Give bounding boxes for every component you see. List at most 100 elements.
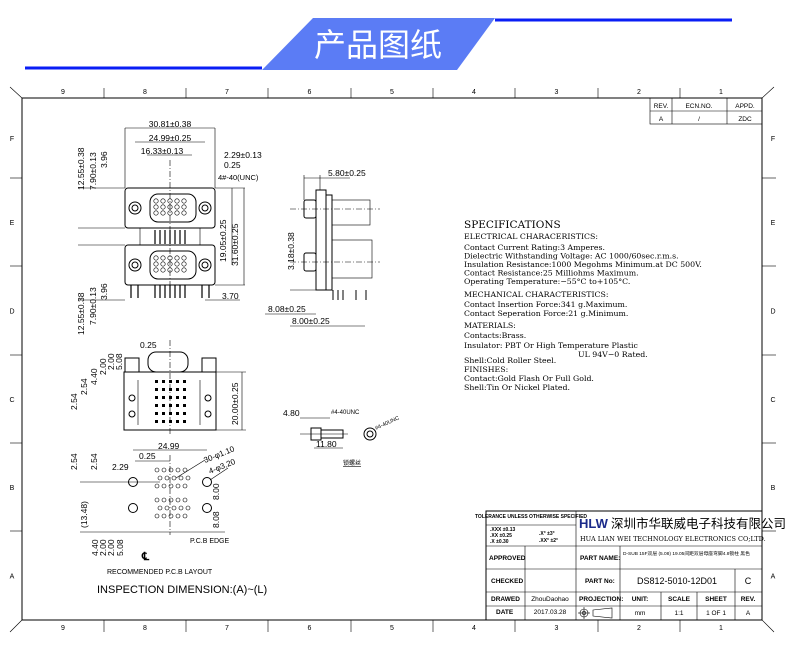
projection-symbol-icon bbox=[578, 607, 613, 619]
column-label: 1 bbox=[719, 625, 723, 632]
revision-table: REV. ECN.NO. APPD. A / ZDC bbox=[649, 97, 763, 125]
screw-caption: 锁螺丝 bbox=[343, 459, 361, 467]
pcb-hole bbox=[154, 497, 160, 503]
row-label: F bbox=[771, 136, 775, 143]
dim-label: 2.29±0.13 bbox=[224, 150, 262, 160]
column-label: 6 bbox=[308, 89, 312, 96]
pcb-layout: 24.99 0.25 2.29 30-φ1.10 4-φ3.20 2.54 2.… bbox=[69, 441, 267, 596]
dim-label: 16.33±0.13 bbox=[141, 146, 184, 156]
column-label: 4 bbox=[472, 625, 476, 632]
contact-pin bbox=[160, 261, 166, 267]
dim-label: 2.00 bbox=[98, 539, 108, 556]
contact-pin bbox=[155, 388, 158, 391]
dim-label: 3.70 bbox=[222, 291, 239, 301]
row-label: C bbox=[770, 397, 775, 404]
contact-pin bbox=[160, 255, 166, 261]
scale-value: 1:1 bbox=[674, 610, 683, 617]
contact-pin bbox=[153, 210, 159, 216]
column-label: 4 bbox=[472, 89, 476, 96]
sheet-value: 1 OF 1 bbox=[706, 610, 726, 617]
pcb-hole bbox=[185, 505, 191, 511]
dim-label: #4-40UNC bbox=[374, 415, 400, 431]
dim-label: 20.00±0.25 bbox=[230, 382, 240, 425]
rev-label: REV. bbox=[741, 596, 756, 603]
pcb-hole bbox=[182, 483, 188, 489]
dim-label: 2.54 bbox=[69, 393, 79, 410]
company-name-en: HUA LIAN WEI TECHNOLOGY ELECTRONICS CO;L… bbox=[580, 535, 766, 543]
contact-pin bbox=[162, 420, 165, 423]
pcb-hole bbox=[178, 505, 184, 511]
tolerance-value: .X° ±3° bbox=[539, 531, 555, 537]
contact-pin bbox=[183, 380, 186, 383]
pcb-hole bbox=[154, 513, 160, 519]
dim-label: 0.25 bbox=[224, 160, 241, 170]
contact-pin bbox=[183, 412, 186, 415]
pcb-hole bbox=[168, 497, 174, 503]
contact-pin bbox=[169, 380, 172, 383]
dim-label: 2.00 bbox=[106, 353, 116, 370]
dim-label: #4-40UNC bbox=[331, 410, 360, 416]
front-view: 30.81±0.38 24.99±0.25 16.33±0.13 2.29±0.… bbox=[76, 119, 262, 335]
side-view: 5.80±0.25 3.18±0.38 8.08±0.25 8.00±0.25 bbox=[265, 168, 380, 327]
pcb-hole bbox=[161, 467, 167, 473]
tolerance-value: .XX ±0.25 bbox=[490, 533, 512, 539]
pcb-hole bbox=[164, 475, 170, 481]
company-name-cn: 深圳市华联威电子科技有限公司 bbox=[611, 516, 786, 531]
contact-pin bbox=[153, 255, 159, 261]
spec-line: UL 94V−0 Rated. bbox=[578, 350, 648, 359]
contact-pin bbox=[162, 380, 165, 383]
row-label: A bbox=[10, 574, 15, 581]
contact-pin bbox=[176, 380, 179, 383]
banner: 产品图纸 bbox=[25, 18, 732, 70]
dim-label: 7.90±0.13 bbox=[88, 152, 98, 190]
tolerance-value: .XXX ±0.13 bbox=[490, 527, 515, 533]
checked-label: CHECKED bbox=[491, 578, 523, 585]
pcb-hole bbox=[157, 505, 163, 511]
contact-pin bbox=[176, 404, 179, 407]
column-label: 7 bbox=[225, 89, 229, 96]
contact-pin bbox=[162, 404, 165, 407]
bottom-view: 0.25 2.54 2.54 4.40 2.00 2.00 5.08 20.00… bbox=[69, 340, 246, 435]
contact-pin bbox=[174, 261, 180, 267]
pcb-hole bbox=[171, 475, 177, 481]
column-label: 9 bbox=[61, 625, 65, 632]
spec-line: Contact Insertion Force:341 g.Maximum. bbox=[464, 300, 627, 309]
dim-label: 5.80±0.25 bbox=[328, 168, 366, 178]
contact-pin bbox=[162, 396, 165, 399]
contact-pin bbox=[181, 198, 187, 204]
contact-pin bbox=[155, 412, 158, 415]
dim-label: 5.08 bbox=[114, 353, 124, 370]
pcb-hole bbox=[161, 497, 167, 503]
centerline-symbol: ℄ bbox=[141, 551, 150, 563]
column-label: 8 bbox=[143, 89, 147, 96]
row-label: C bbox=[9, 397, 14, 404]
contact-pin bbox=[174, 210, 180, 216]
dim-label: 24.99±0.25 bbox=[149, 133, 192, 143]
specs-heading: MATERIALS: bbox=[464, 321, 516, 330]
specs-heading: ELECTRICAL CHARACERISTICS: bbox=[464, 232, 598, 241]
specs-title: SPECIFICATIONS bbox=[464, 219, 561, 231]
column-label: 2 bbox=[637, 89, 641, 96]
column-label: 6 bbox=[308, 625, 312, 632]
tolerance-title: TOLERANCE UNLESS OTHERWISE SPECIFIED bbox=[475, 514, 587, 520]
contact-pin bbox=[162, 412, 165, 415]
title-block: TOLERANCE UNLESS OTHERWISE SPECIFIED .XX… bbox=[475, 510, 786, 621]
dim-label: 8.00 bbox=[211, 483, 221, 500]
pcb-hole bbox=[154, 483, 160, 489]
contact-pin bbox=[153, 198, 159, 204]
specs-heading: FINISHES: bbox=[464, 365, 508, 374]
spec-line: Operating Temperature:−55°C to+105°C. bbox=[464, 277, 630, 286]
dim-label: 12.55±0.38 bbox=[76, 292, 86, 335]
spec-line: Contacts:Brass. bbox=[464, 331, 526, 340]
approved-label: APPROVED bbox=[489, 555, 526, 562]
contact-pin bbox=[155, 404, 158, 407]
contact-pin bbox=[169, 412, 172, 415]
dim-label: 12.55±0.38 bbox=[76, 147, 86, 190]
pcb-hole bbox=[175, 467, 181, 473]
dim-label: 4#-40(UNC) bbox=[218, 173, 259, 182]
contact-pin bbox=[176, 420, 179, 423]
date-value: 2017.03.28 bbox=[534, 609, 567, 616]
contact-pin bbox=[155, 380, 158, 383]
contact-pin bbox=[153, 261, 159, 267]
contact-pin bbox=[174, 267, 180, 273]
